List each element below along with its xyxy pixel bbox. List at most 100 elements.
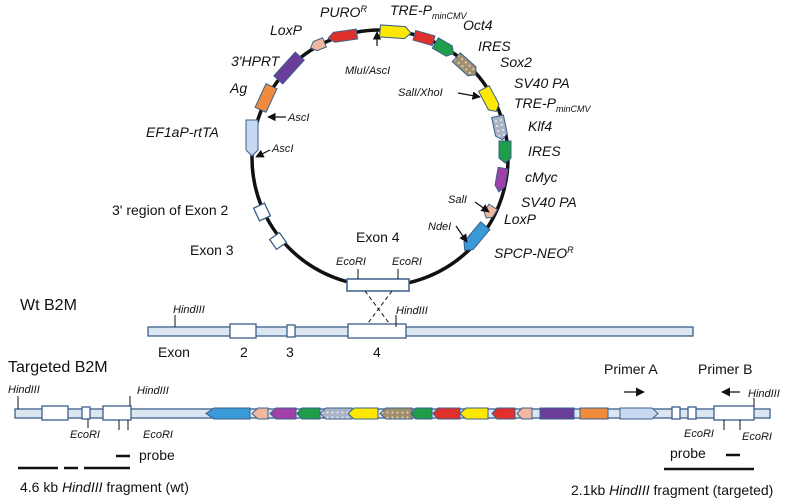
cassette-loxp-2 bbox=[516, 407, 533, 420]
targeted-exon-left-2 bbox=[81, 406, 91, 420]
plasmid-ires2-arrow bbox=[498, 140, 512, 164]
wt-hindiii-2: HindIII bbox=[396, 305, 428, 317]
wt-exon-num-4: 4 bbox=[373, 344, 381, 360]
label-ndei: NdeI bbox=[428, 221, 451, 233]
label-ires1: IRES bbox=[478, 38, 511, 54]
plasmid-exon4-box bbox=[346, 278, 410, 292]
plasmid-loxp-bottom-arrow bbox=[483, 203, 499, 219]
targeted-exon-right-1 bbox=[671, 406, 681, 420]
wt-exon-label: Exon bbox=[158, 344, 190, 360]
wt-hindiii-1: HindIII bbox=[173, 304, 205, 316]
cassette-cmyc bbox=[269, 407, 297, 420]
label-region-exon2: 3' region of Exon 2 bbox=[112, 202, 229, 218]
ndei-arrow bbox=[455, 225, 468, 243]
targeted-exon-right-2 bbox=[687, 406, 697, 420]
label-loxp-top: LoxP bbox=[270, 22, 303, 38]
wt-exon-num-3: 3 bbox=[286, 344, 294, 360]
wt-exon4-box bbox=[347, 323, 407, 339]
label-tre2: TRE-PminCMV bbox=[514, 95, 591, 114]
cassette-loxp-1 bbox=[251, 407, 269, 420]
t-fragment-targeted-label: 2.1kb HindIII fragment (targeted) bbox=[571, 482, 773, 498]
label-neo: SPCP-NEOR bbox=[494, 245, 574, 261]
t-ecori-right1: EcoRI bbox=[684, 428, 714, 440]
crossover-line-2 bbox=[364, 290, 393, 328]
cassette-tre-2 bbox=[459, 407, 489, 420]
cassette-ires-2 bbox=[410, 407, 433, 420]
wt-b2m-locus: Wt B2M HindIII HindIII Exon 2 3 4 bbox=[20, 297, 694, 360]
label-ires2: IRES bbox=[528, 143, 561, 159]
plasmid-cmyc-arrow bbox=[494, 166, 509, 193]
targeted-exon-right-3 bbox=[713, 405, 755, 421]
t-hindiii-left1: HindIII bbox=[8, 384, 40, 396]
plasmid-ef1a-arrow bbox=[245, 119, 259, 157]
label-cmyc: cMyc bbox=[525, 169, 558, 185]
label-ag: Ag bbox=[229, 80, 247, 96]
targeted-b2m-locus: Targeted B2M HindIII HindIII bbox=[8, 359, 780, 498]
label-exon3: Exon 3 bbox=[190, 242, 234, 258]
plasmid-exon2-box bbox=[252, 202, 272, 222]
t-hindiii-right: HindIII bbox=[748, 388, 780, 400]
targeted-exon-left-3 bbox=[102, 405, 132, 421]
t-probe-left: probe bbox=[139, 447, 175, 463]
t-ecori-left1: EcoRI bbox=[70, 429, 100, 441]
cassette-ef1a bbox=[619, 407, 659, 420]
label-oct4: Oct4 bbox=[463, 17, 493, 33]
t-probe-right: probe bbox=[670, 445, 706, 461]
label-sox2: Sox2 bbox=[500, 54, 532, 70]
label-ef1a: EF1aP-rtTA bbox=[146, 124, 219, 140]
label-sali-xhoi: SalI/XhoI bbox=[398, 87, 443, 99]
plasmid-map: PUROR LoxP 3'HPRT Ag EF1aP-rtTA TRE-Pmin… bbox=[112, 2, 591, 328]
label-ecori-2: EcoRI bbox=[392, 256, 422, 268]
plasmid-oct4-arrow bbox=[412, 29, 436, 47]
asci2-arrow bbox=[255, 149, 271, 158]
cassette-hprt bbox=[539, 407, 575, 420]
plasmid-exon3-box bbox=[268, 231, 288, 251]
sali-arrow bbox=[474, 201, 490, 213]
cassette-ag bbox=[579, 407, 609, 420]
label-loxp-bottom: LoxP bbox=[504, 211, 537, 227]
t-primer-b: Primer B bbox=[698, 361, 752, 377]
plasmid-neo-arrow bbox=[463, 221, 491, 251]
t-hindiii-left2: HindIII bbox=[137, 385, 169, 397]
label-klf4: Klf4 bbox=[528, 118, 552, 134]
wt-exon2-box bbox=[229, 323, 257, 339]
cassette-tre-1 bbox=[347, 407, 379, 420]
label-sali: SalI bbox=[448, 194, 467, 206]
plasmid-tre2-arrow bbox=[477, 85, 500, 113]
t-ecori-right2: EcoRI bbox=[742, 431, 772, 443]
label-sv40-2: SV40 PA bbox=[521, 194, 577, 210]
t-primer-a: Primer A bbox=[604, 361, 658, 377]
label-exon4: Exon 4 bbox=[356, 229, 400, 245]
plasmid-puro-arrow bbox=[327, 28, 359, 43]
targeted-exon-left-1 bbox=[41, 405, 69, 421]
cassette-oct4 bbox=[432, 407, 461, 420]
label-mlui-asci: MluI/AscI bbox=[345, 65, 390, 77]
cassette-neo bbox=[205, 407, 251, 420]
plasmid-sox2-arrow bbox=[451, 52, 477, 77]
t-fragment-wt-label: 4.6 kb HindIII fragment (wt) bbox=[20, 479, 189, 495]
label-puro: PUROR bbox=[320, 4, 367, 20]
cassette-ires-1 bbox=[296, 407, 321, 420]
label-sv40-1: SV40 PA bbox=[514, 75, 570, 91]
cassette-puro bbox=[491, 407, 516, 420]
plasmid-ag-arrow bbox=[254, 83, 278, 113]
plasmid-ires1-arrow bbox=[431, 37, 455, 57]
t-ecori-left2: EcoRI bbox=[143, 429, 173, 441]
wt-exon3-box bbox=[286, 324, 296, 338]
plasmid-klf4-arrow bbox=[491, 114, 508, 141]
plasmid-loxp-top-arrow bbox=[309, 37, 328, 52]
targeted-title: Targeted B2M bbox=[8, 359, 108, 376]
label-ecori-1: EcoRI bbox=[336, 256, 366, 268]
cassette-klf4 bbox=[319, 407, 353, 420]
wt-title: Wt B2M bbox=[20, 297, 77, 314]
plasmid-tre1-arrow bbox=[379, 24, 412, 40]
label-hprt: 3'HPRT bbox=[231, 53, 281, 69]
wt-backbone bbox=[147, 326, 694, 337]
label-tre1: TRE-PminCMV bbox=[390, 2, 467, 21]
label-asci2: AscI bbox=[271, 143, 293, 155]
wt-exon-num-2: 2 bbox=[240, 344, 248, 360]
label-asci1: AscI bbox=[287, 112, 309, 124]
sali-xhoi-arrow bbox=[457, 91, 481, 100]
cassette-sox2 bbox=[379, 407, 413, 420]
